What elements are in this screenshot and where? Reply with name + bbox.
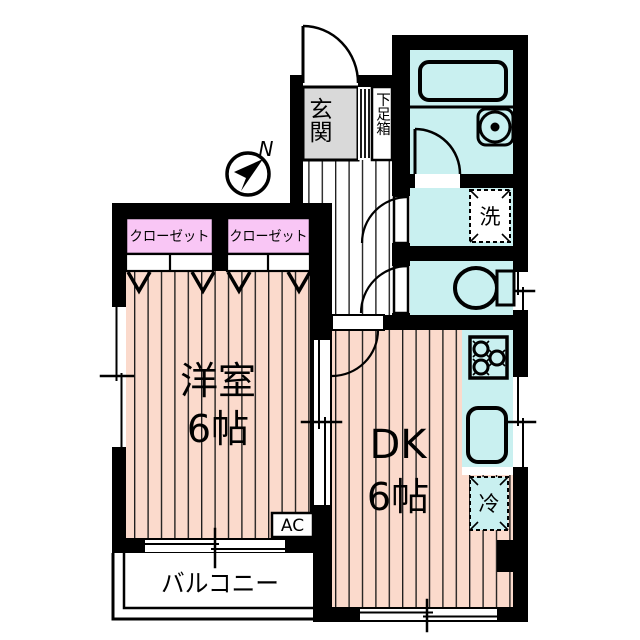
compass: N <box>225 137 274 197</box>
room-labels: 玄関 下足箱 洗 冷 クローゼット クローゼット 洋室 6帖 DK 6帖 バルコ… <box>130 92 501 598</box>
washer-space-icon <box>469 189 511 243</box>
kitchen-sink-icon <box>466 406 508 464</box>
bath-sink-icon <box>476 107 515 147</box>
entrance-label: 玄関 <box>305 97 332 143</box>
openings-and-windows <box>99 75 537 633</box>
bathtub-icon <box>418 60 508 102</box>
ac-label: AC <box>281 516 304 536</box>
window-kitchen <box>503 376 537 468</box>
balcony <box>111 553 330 621</box>
closet-right-box <box>225 216 312 256</box>
compass-north-label: N <box>259 137 274 161</box>
stove-icon <box>468 335 509 380</box>
closet-left-box <box>124 216 215 256</box>
western-room-name: 洋室 <box>180 359 256 403</box>
balcony-sliding-door <box>144 527 286 569</box>
balcony-label: バルコニー <box>161 569 279 598</box>
entrance-door-arc <box>302 24 360 84</box>
dk-size: 6帖 <box>367 475 429 519</box>
toilet-icon <box>453 266 516 310</box>
fridge-label: 冷 <box>479 492 500 516</box>
washer-label: 洗 <box>480 205 501 229</box>
fridge-space-icon <box>469 476 509 531</box>
closet-left-label: クローゼット <box>130 229 210 245</box>
dk-name: DK <box>369 422 428 468</box>
window-dk-south <box>359 598 498 633</box>
washroom-door-arc <box>360 195 409 244</box>
bathroom-door-arc <box>414 127 462 175</box>
closet-right-label: クローゼット <box>230 229 308 245</box>
folding-door-icons <box>126 271 312 295</box>
dk-door-arc <box>331 329 380 378</box>
ac-unit: AC <box>270 511 315 539</box>
partition-sliding-door <box>300 339 343 506</box>
compass-needle-icon <box>234 159 263 191</box>
western-room-size: 6帖 <box>187 407 249 451</box>
closets <box>124 216 312 295</box>
toilet-door-arc <box>359 264 409 314</box>
shoe-cabinet-label: 下足箱 <box>374 92 390 136</box>
fixtures <box>410 60 516 531</box>
entrance-hall <box>301 85 394 162</box>
window-west <box>99 306 135 448</box>
shoe-cabinet <box>370 85 394 162</box>
